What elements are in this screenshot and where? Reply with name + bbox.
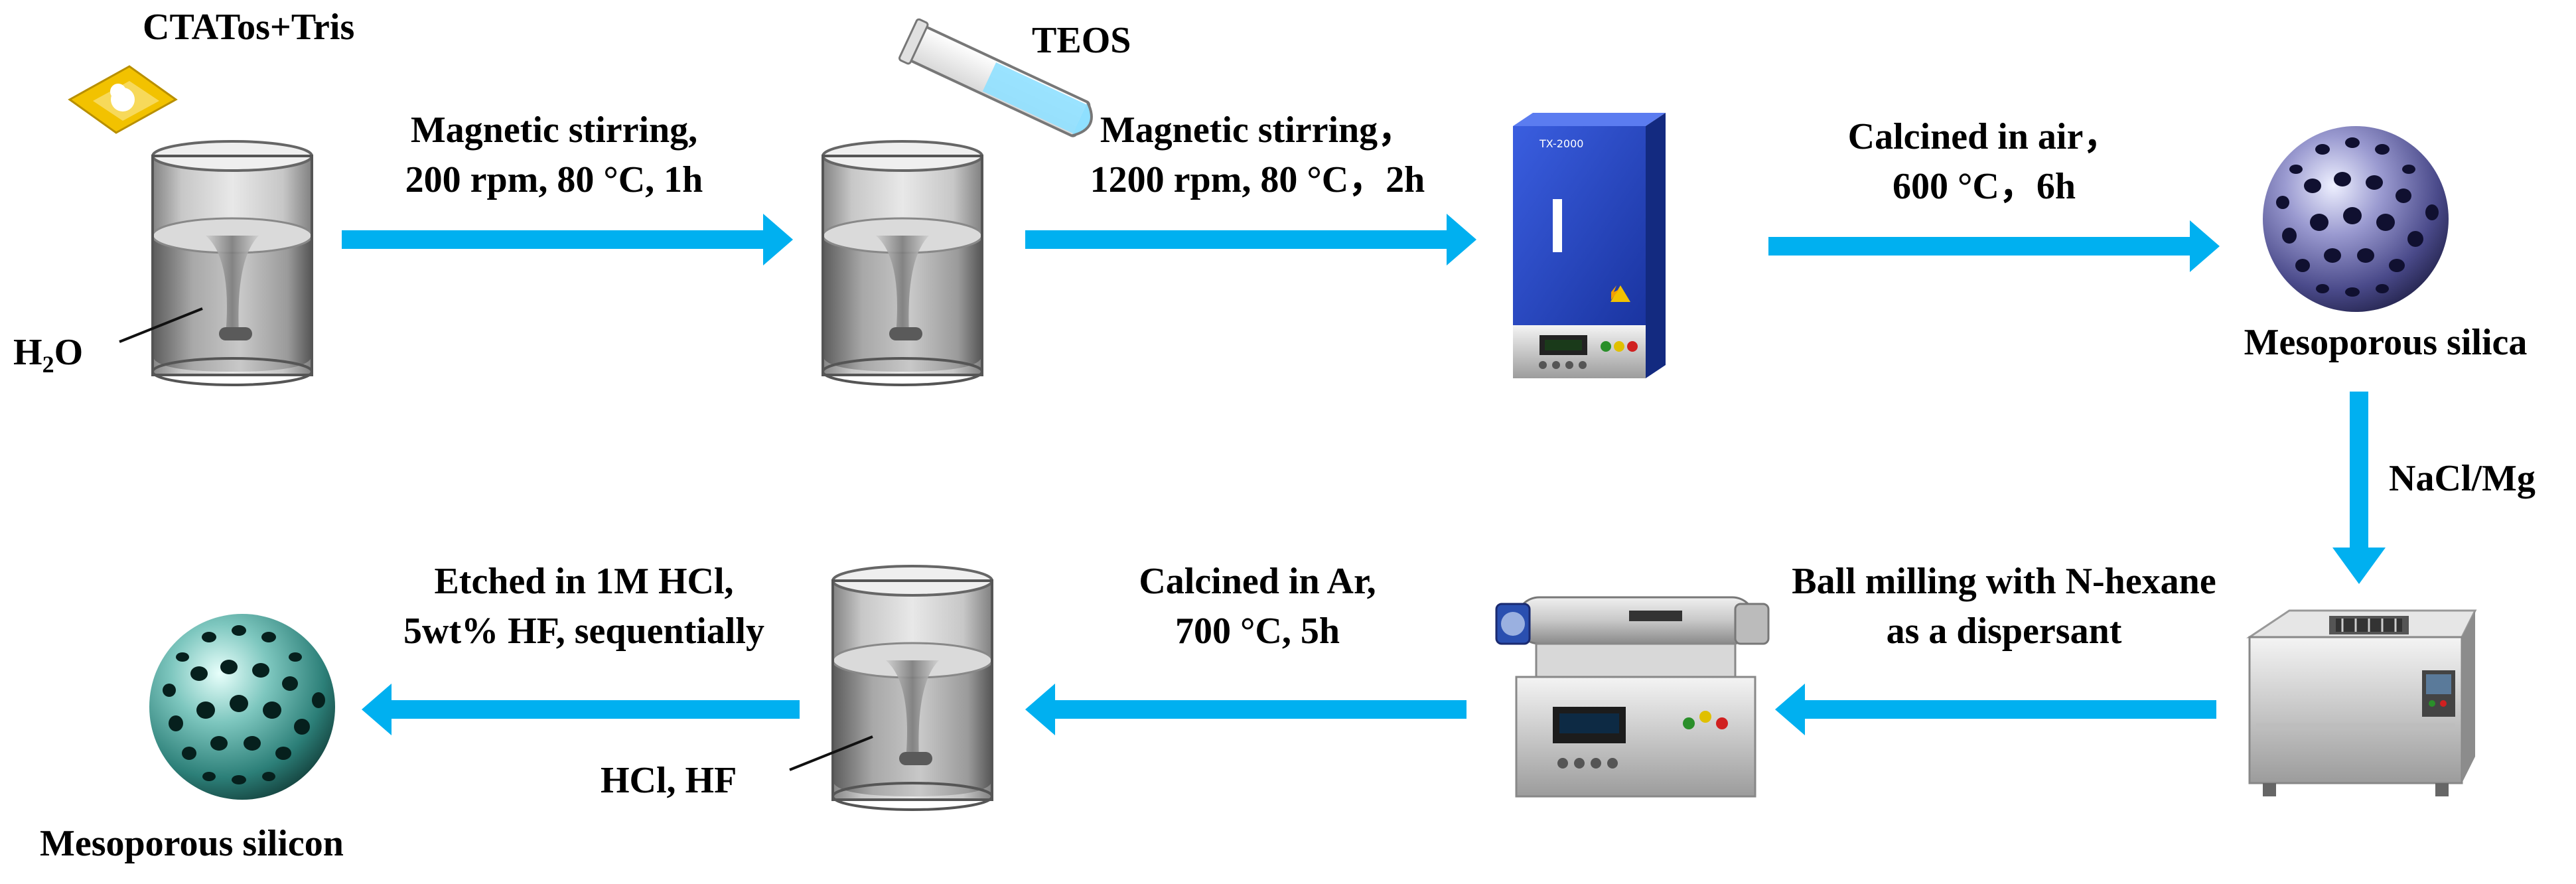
arrow-6 xyxy=(1025,684,1467,735)
reagent-ctatos-tris-label: CTATos+Tris xyxy=(143,7,355,48)
step7-line2: 5wt% HF, sequentially xyxy=(403,611,764,652)
step2-line1: Magnetic stirring， xyxy=(1100,110,1415,151)
step4-label: NaCl/Mg xyxy=(2389,458,2536,499)
step6-line1: Calcined in Ar, xyxy=(1139,561,1376,602)
step3-line1: Calcined in air， xyxy=(1847,116,2121,157)
furnace-model-label: TX-2000 xyxy=(1539,137,1583,150)
teos-label: TEOS xyxy=(1032,20,1131,61)
water-subscript: 2 xyxy=(42,351,54,378)
arrow-4 xyxy=(2332,392,2386,584)
arrow-3 xyxy=(1768,220,2220,272)
step3-line2: 600 °C，6h xyxy=(1893,166,2076,207)
mesoporous-silica-label: Mesoporous silica xyxy=(2244,322,2528,363)
test-tube-icon xyxy=(898,18,1093,137)
ball-mill-icon xyxy=(2246,609,2477,796)
beaker-1 xyxy=(119,140,313,386)
arrow-2 xyxy=(1025,214,1476,265)
arrow-1 xyxy=(342,214,793,265)
step7-line1: Etched in 1M HCl, xyxy=(434,561,734,602)
water-main: H xyxy=(13,332,42,373)
beaker-2 xyxy=(822,140,983,386)
muffle-furnace-icon: TX-2000 xyxy=(1513,113,1666,378)
water-tail: O xyxy=(54,332,84,373)
step1-line2: 200 rpm, 80 °C, 1h xyxy=(405,159,703,200)
step1-line1: Magnetic stirring, xyxy=(410,110,698,151)
step2-line2: 1200 rpm, 80 °C，2h xyxy=(1090,159,1425,200)
arrow-5 xyxy=(1775,684,2216,735)
weighing-paper-icon xyxy=(68,65,178,134)
acid-reagents-label: HCl, HF xyxy=(601,760,737,801)
mesoporous-silicon-label: Mesoporous silicon xyxy=(40,823,344,864)
beaker-3 xyxy=(789,565,993,811)
step5-line2: as a dispersant xyxy=(1886,611,2122,652)
mesoporous-silicon-sphere xyxy=(149,614,335,800)
step6-line2: 700 °C, 5h xyxy=(1175,611,1340,652)
arrow-7 xyxy=(362,684,800,735)
mesoporous-silica-sphere xyxy=(2263,126,2449,312)
water-label: H2O xyxy=(13,332,83,378)
step5-line1: Ball milling with N-hexane xyxy=(1792,561,2216,602)
tube-furnace-icon xyxy=(1495,596,1770,798)
